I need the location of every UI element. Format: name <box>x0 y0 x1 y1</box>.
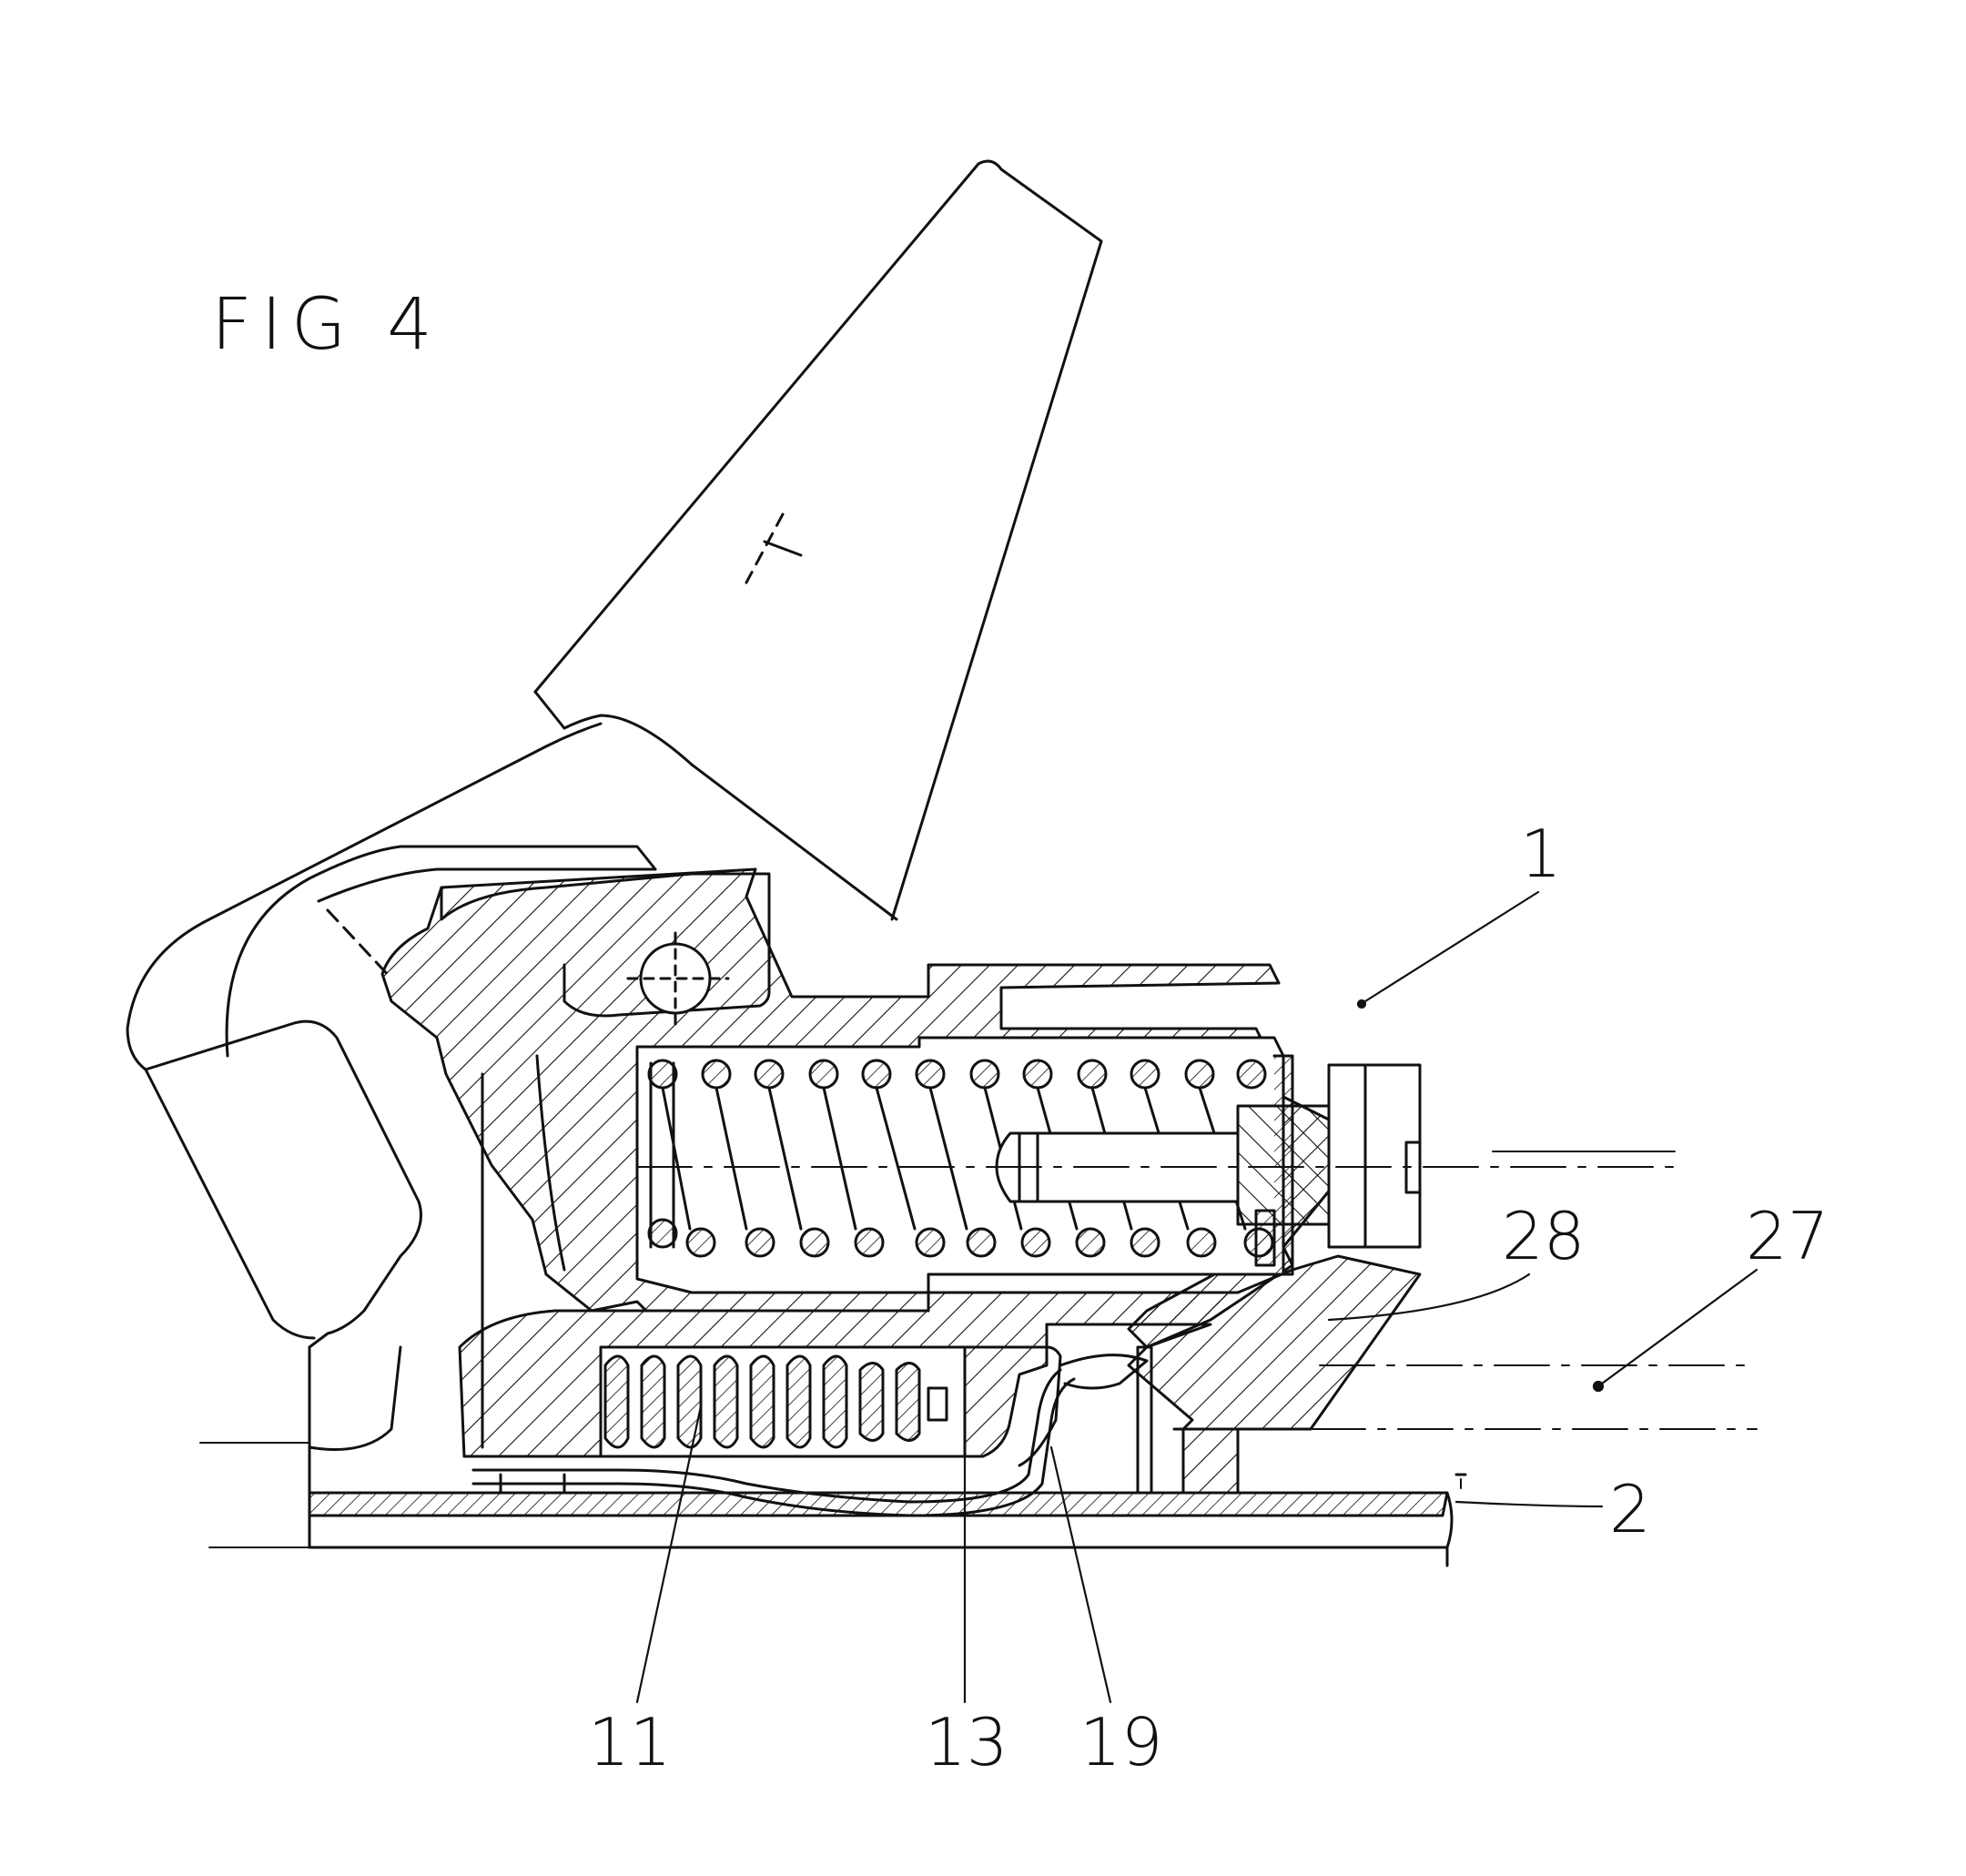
figure-title: FIG 4 <box>211 284 441 366</box>
leader-19 <box>1049 1445 1112 1704</box>
reference-numeral-1: 1 <box>1520 816 1562 892</box>
lower-right-block <box>1172 1427 1294 1495</box>
extension-lines <box>199 1151 1758 1548</box>
leader-28 <box>1327 1273 1531 1322</box>
reference-numeral-11: 11 <box>588 1704 672 1780</box>
reference-numeral-27: 27 <box>1746 1198 1829 1274</box>
spring-coil-top-row <box>647 1059 1267 1090</box>
leader-lines <box>635 890 1758 1704</box>
spring-coil-bottom-row <box>647 1218 1274 1258</box>
reference-numeral-19: 19 <box>1079 1704 1163 1780</box>
lever-arm <box>533 159 1103 921</box>
reference-numeral-28: 28 <box>1502 1198 1586 1274</box>
leader-1 <box>1363 890 1540 1003</box>
leader-11 <box>635 1404 703 1704</box>
reference-numeral-2: 2 <box>1609 1471 1651 1547</box>
secondary-spring <box>603 1354 948 1449</box>
leader-2 <box>1454 1500 1604 1508</box>
base-plate <box>308 1473 1467 1567</box>
leader-27 <box>1600 1268 1758 1385</box>
reference-numeral-13: 13 <box>925 1704 1008 1780</box>
